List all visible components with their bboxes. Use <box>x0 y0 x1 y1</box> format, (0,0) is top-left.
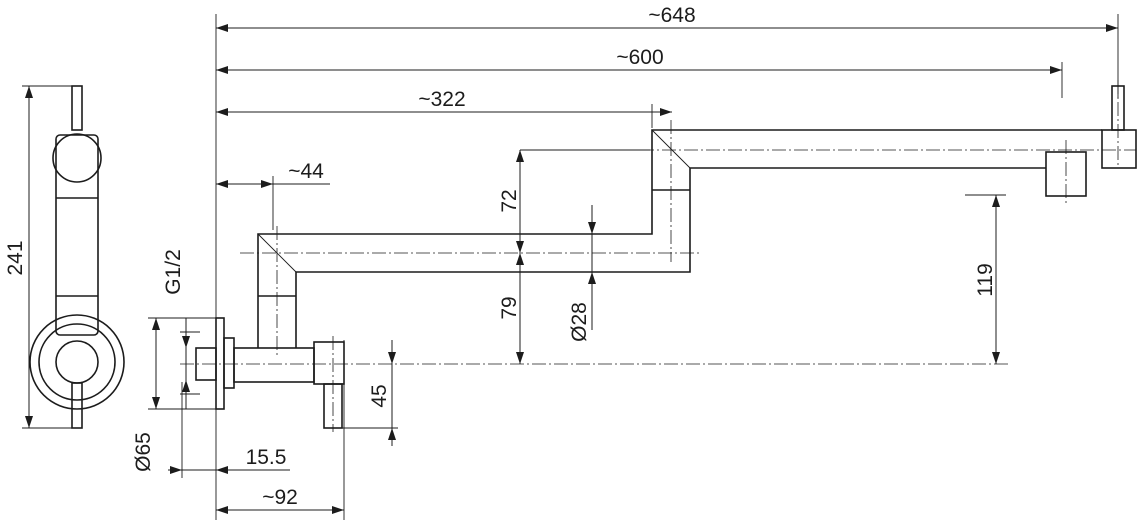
dim-wall-gap: 15.5 <box>246 446 287 469</box>
dim-thread: G1/2 <box>162 249 185 295</box>
dim-inlet-offset: ~44 <box>288 160 324 183</box>
dim-total-length: ~648 <box>648 4 695 27</box>
side-view <box>22 85 125 429</box>
dim-upper-rise: 72 <box>498 189 521 212</box>
dim-side-height: 241 <box>4 240 27 275</box>
dim-spout-length: ~600 <box>616 46 663 69</box>
dim-lever-drop: 45 <box>368 384 391 407</box>
dim-elbow-offset: ~322 <box>418 88 465 111</box>
dim-lower-rise: 79 <box>498 296 521 319</box>
dim-projection: ~92 <box>262 486 298 509</box>
dim-pipe-diameter: Ø28 <box>568 302 591 342</box>
front-view <box>148 14 1137 520</box>
dim-spout-height: 119 <box>974 263 997 296</box>
dim-escutcheon-diameter: Ø65 <box>132 432 155 472</box>
